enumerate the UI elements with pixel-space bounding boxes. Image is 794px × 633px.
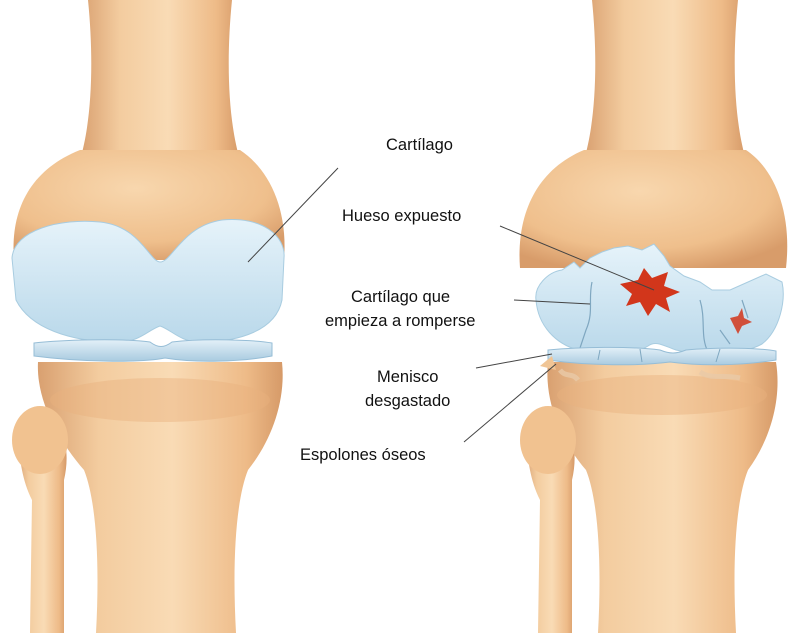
label-bone-spurs: Espolones óseos	[300, 446, 426, 464]
arthritic-knee	[520, 0, 788, 633]
label-cartilage: Cartílago	[386, 136, 453, 154]
meniscus-healthy	[34, 340, 272, 361]
label-worn-meniscus-1: Menisco	[377, 368, 438, 386]
healthy-knee	[12, 0, 285, 633]
label-exposed-bone: Hueso expuesto	[342, 207, 461, 225]
femur-shaft-right	[584, 0, 746, 160]
label-cartilage-breaking-2: empieza a romperse	[325, 312, 475, 330]
meniscus-worn	[548, 347, 776, 364]
femur-shaft-left	[80, 0, 240, 160]
label-worn-meniscus-2: desgastado	[365, 392, 450, 410]
label-cartilage-breaking-1: Cartílago que	[351, 288, 450, 306]
